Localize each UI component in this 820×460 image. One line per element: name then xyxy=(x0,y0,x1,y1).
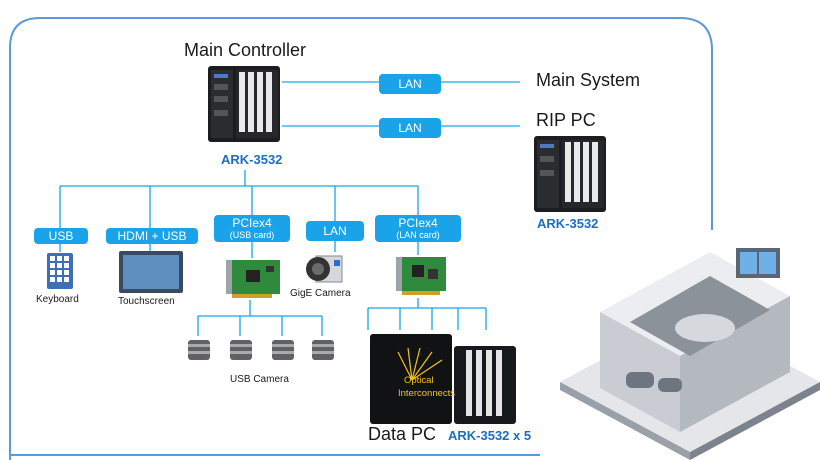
usb-card-icon xyxy=(226,260,280,298)
main-controller-pc-icon xyxy=(208,66,280,142)
usb-camera-icon xyxy=(188,340,210,360)
touchscreen-label: Touchscreen xyxy=(118,296,175,307)
main-system-label: Main System xyxy=(536,70,641,90)
gige-camera-label: GigE Camera xyxy=(290,288,351,299)
lan-card-icon xyxy=(396,257,446,295)
gige-camera-icon xyxy=(306,255,343,283)
lan-tag: LAN xyxy=(306,221,364,241)
keyboard-icon xyxy=(47,253,73,289)
optical-interconnect-label-1: Optical xyxy=(404,375,434,386)
data-pc-title: Data PC xyxy=(368,424,437,444)
keyboard-label: Keyboard xyxy=(36,294,79,305)
main-controller-title: Main Controller xyxy=(184,40,307,60)
main-controller-model: ARK-3532 xyxy=(221,152,283,167)
usb-camera-icons xyxy=(188,340,334,360)
usb-camera-label: USB Camera xyxy=(230,374,289,385)
pcie-lan-card-tag: PCIex4 (LAN card) xyxy=(375,215,461,242)
rip-pc-icon xyxy=(534,136,606,212)
lan-link-main-system: LAN xyxy=(379,74,441,94)
hdmi-usb-tag: HDMI + USB xyxy=(106,228,198,244)
pcie-usb-card-tag: PCIex4 (USB card) xyxy=(214,215,290,242)
lan-link-rip-pc: LAN xyxy=(379,118,441,138)
printing-machine-illustration xyxy=(560,248,820,460)
optical-interconnect-label-2: Interconnects xyxy=(398,388,456,399)
rip-pc-label: RIP PC xyxy=(536,110,596,130)
usb-tag: USB xyxy=(34,228,88,244)
touchscreen-icon xyxy=(119,251,183,293)
data-pc-model: ARK-3532 x 5 xyxy=(448,428,532,443)
data-pc-icons xyxy=(370,334,516,424)
rip-pc-model: ARK-3532 xyxy=(537,216,599,231)
